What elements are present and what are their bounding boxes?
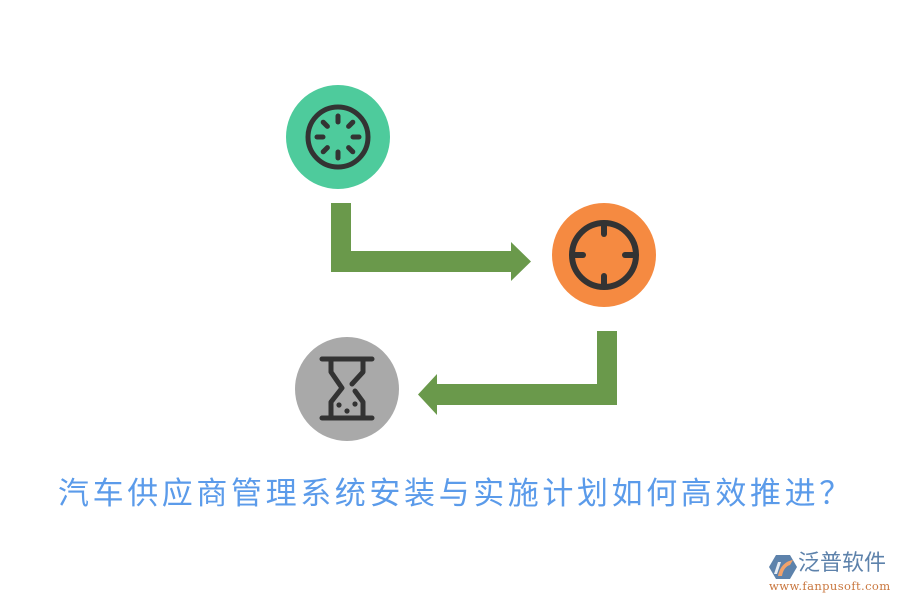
step-2-node bbox=[552, 203, 656, 307]
brand-logo: 泛普软件 www.fanpusoft.com bbox=[766, 549, 896, 595]
fanpu-logo-icon bbox=[769, 555, 797, 579]
step-1-circle bbox=[286, 85, 390, 189]
step-2-circle bbox=[552, 203, 656, 307]
step-3-circle bbox=[295, 337, 399, 441]
logo-brand-name: 泛普软件 bbox=[798, 551, 887, 576]
page-title: 汽车供应商管理系统安装与实施计划如何高效推进？ bbox=[58, 476, 854, 512]
arrow-step1-to-step2 bbox=[331, 203, 531, 281]
logo-url: www.fanpusoft.com bbox=[769, 579, 891, 593]
hourglass-icon bbox=[319, 356, 375, 421]
arrow-step2-to-step3 bbox=[418, 331, 617, 415]
loading-spinner-icon bbox=[305, 104, 371, 170]
step-3-node bbox=[295, 337, 399, 441]
crosshair-target-icon bbox=[569, 220, 639, 290]
step-1-node bbox=[286, 85, 390, 189]
